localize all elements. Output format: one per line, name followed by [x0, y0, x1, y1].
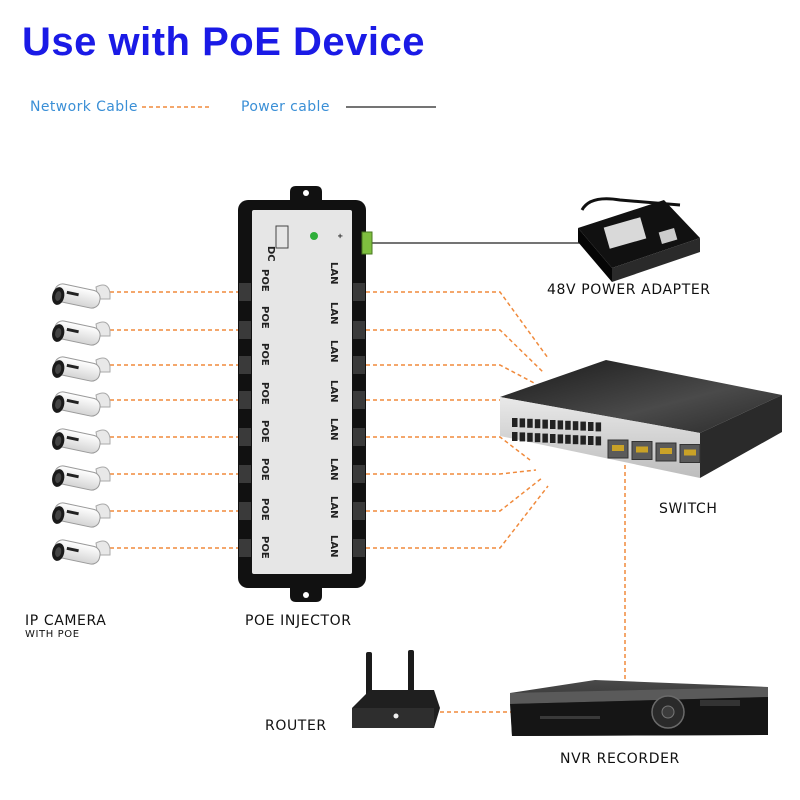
injector-poe-jack	[239, 391, 251, 409]
injector-poe-jack	[239, 321, 251, 339]
switch-port	[572, 421, 579, 431]
injector-poe-jack	[239, 356, 251, 374]
switch-port	[527, 432, 533, 442]
ip-camera	[52, 283, 111, 309]
injector-poe-port-label: POE	[259, 343, 270, 366]
switch-port	[557, 420, 564, 430]
ip-camera	[52, 391, 111, 417]
poe-injector: DC + POE POE POE POE POE POE POE POE LAN LAN LAN LA…	[238, 186, 373, 602]
label-nvr-recorder: NVR RECORDER	[560, 751, 680, 767]
switch-uplink-led	[684, 449, 696, 456]
injector-lan-port-label: LAN	[328, 380, 339, 402]
injector-poe-jack	[239, 465, 251, 483]
switch-port	[550, 420, 556, 429]
lan-cable	[366, 291, 549, 359]
label-switch: SWITCH	[659, 501, 718, 517]
injector-lan-port-label: LAN	[328, 302, 339, 324]
legend-network-cable: Network Cable	[30, 99, 138, 115]
camera-cables	[110, 291, 238, 549]
switch-port	[519, 418, 526, 428]
switch-port	[542, 419, 548, 429]
ip-camera	[52, 465, 111, 491]
ip-camera	[52, 356, 111, 382]
label-poe-injector: POE INJECTOR	[245, 613, 352, 629]
injector-poe-jack	[239, 502, 251, 520]
label-ip-camera: IP CAMERA	[25, 613, 107, 629]
nvr-recorder	[510, 680, 768, 736]
ip-cameras	[52, 283, 111, 565]
injector-poe-port-label: POE	[259, 269, 270, 292]
injector-poe-port-label: POE	[259, 536, 270, 559]
router	[352, 650, 440, 728]
lan-cable	[366, 364, 537, 385]
injector-poe-jack	[239, 283, 251, 301]
injector-lan-port-label: LAN	[328, 535, 339, 557]
injector-lan-jack	[353, 428, 365, 446]
injector-lan-port-label: LAN	[328, 340, 339, 362]
switch-port	[512, 432, 518, 441]
injector-poe-port-label: POE	[259, 498, 270, 521]
lan-cable	[366, 485, 549, 549]
network-switch	[500, 360, 782, 478]
switch-uplink-led	[612, 445, 624, 451]
label-router: ROUTER	[265, 718, 327, 734]
injector-poe-port-label: POE	[259, 458, 270, 481]
switch-port	[595, 422, 602, 432]
switch-port	[512, 418, 518, 427]
switch-port	[527, 418, 533, 428]
legend-power-cable: Power cable	[241, 99, 330, 115]
injector-poe-jack	[239, 539, 251, 557]
injector-lan-jack	[353, 283, 365, 301]
lan-cable	[366, 329, 544, 373]
ip-camera	[52, 539, 111, 565]
lan-cable	[366, 477, 543, 512]
switch-port	[588, 422, 594, 431]
switch-port	[565, 434, 571, 444]
ip-camera	[52, 428, 111, 454]
svg-text:+: +	[336, 233, 344, 239]
switch-uplink-led	[660, 448, 672, 454]
switch-port	[534, 419, 541, 429]
switch-port	[550, 434, 556, 443]
switch-uplink-led	[636, 446, 648, 453]
switch-port	[519, 432, 526, 442]
lan-cable	[366, 436, 531, 461]
injector-poe-port-label: POE	[259, 306, 270, 329]
switch-port	[595, 436, 602, 446]
switch-port	[580, 421, 586, 431]
switch-port	[565, 420, 571, 430]
injector-poe-port-label: POE	[259, 382, 270, 405]
injector-lan-port-label: LAN	[328, 262, 339, 284]
injector-lan-jack	[353, 465, 365, 483]
page-title: Use with PoE Device	[22, 20, 425, 64]
switch-port	[588, 436, 594, 445]
injector-lan-jack	[353, 356, 365, 374]
power-adapter	[578, 197, 700, 282]
injector-lan-port-label: LAN	[328, 496, 339, 518]
injector-poe-port-label: POE	[259, 420, 270, 443]
injector-lan-jack	[353, 391, 365, 409]
label-power-adapter: 48V POWER ADAPTER	[547, 282, 711, 298]
injector-dc-label: DC	[265, 246, 276, 262]
switch-port	[542, 433, 548, 443]
lan-cable	[366, 469, 537, 475]
ip-camera	[52, 320, 111, 346]
injector-lan-jack	[353, 502, 365, 520]
injector-lan-jack	[353, 539, 365, 557]
injector-lan-port-label: LAN	[328, 418, 339, 440]
switch-port	[534, 433, 541, 443]
ip-camera	[52, 502, 111, 528]
injector-poe-jack	[239, 428, 251, 446]
label-with-poe: WITH POE	[25, 629, 80, 640]
injector-lan-port-label: LAN	[328, 458, 339, 480]
switch-port	[572, 435, 579, 445]
switch-port	[557, 434, 564, 444]
injector-lan-jack	[353, 321, 365, 339]
switch-port	[580, 435, 586, 445]
